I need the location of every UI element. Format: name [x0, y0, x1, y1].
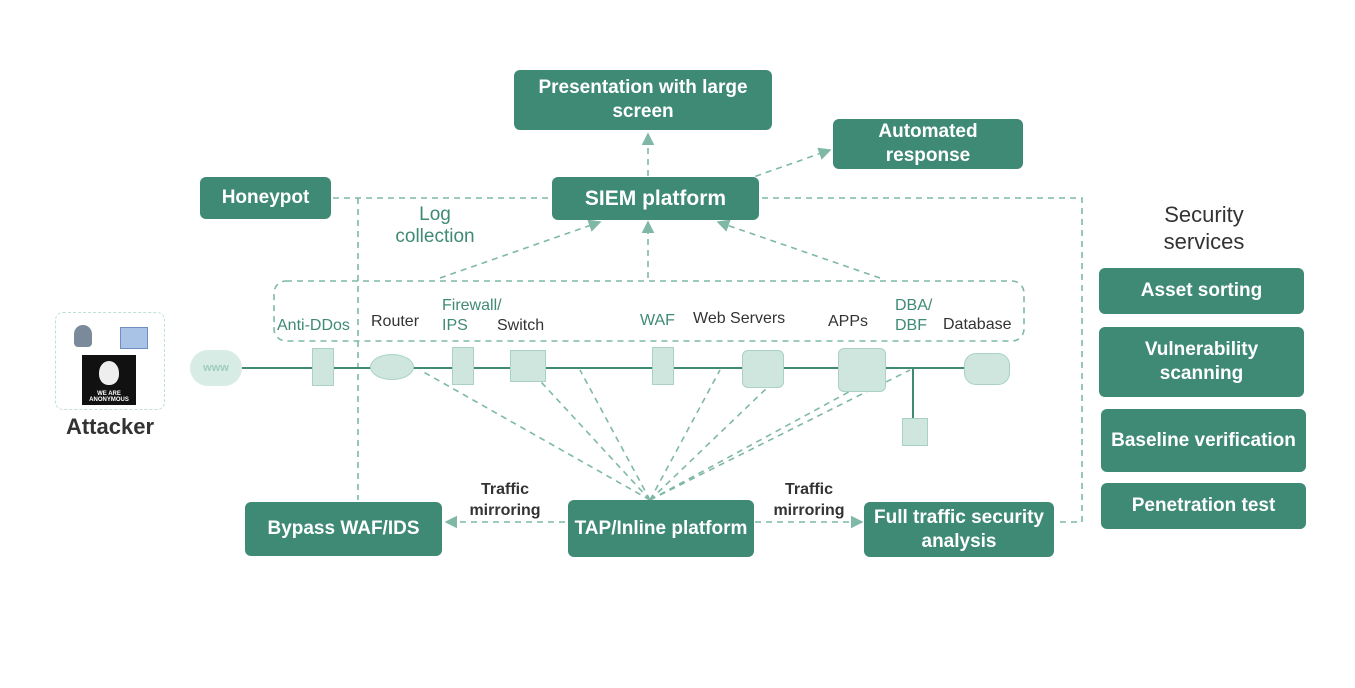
siem-platform-box: SIEM platform — [552, 177, 759, 220]
internet-cloud-icon: www — [190, 350, 242, 386]
router-device-icon — [370, 354, 414, 380]
anti-ddos-device-icon — [312, 348, 334, 386]
database-label: Database — [943, 316, 1012, 333]
firewall-device-icon — [452, 347, 474, 385]
www-label: www — [203, 362, 229, 374]
apps-label: APPs — [828, 313, 869, 330]
switch-device-icon — [510, 350, 546, 382]
security-services-title: Security services — [1163, 202, 1245, 254]
computer-icon — [120, 327, 148, 349]
log-collection-note: Log collection — [395, 204, 475, 247]
user-icon — [74, 325, 92, 347]
automated-response-label: Automated response — [878, 121, 978, 166]
service-penetration-test: Penetration test — [1101, 483, 1306, 529]
web-servers-device-icon — [742, 350, 784, 388]
attacker-label: Attacker — [65, 414, 155, 439]
service-vulnerability-scanning: Vulnerability scanning — [1099, 327, 1304, 397]
dba-device-icon — [902, 418, 928, 446]
bypass-waf-ids-box: Bypass WAF/IDS — [245, 502, 442, 556]
tap-label: TAP/Inline platform — [574, 517, 748, 539]
service-vulnerability-scanning-label: Vulnerability scanning — [1144, 339, 1259, 384]
attacker-frame: WE ARE ANONYMOUS — [55, 312, 165, 410]
honeypot-label: Honeypot — [221, 187, 310, 208]
traffic-mirroring-right-note: Traffic mirroring — [773, 481, 845, 519]
honeypot-box: Honeypot — [200, 177, 331, 219]
service-asset-sorting: Asset sorting — [1099, 268, 1304, 314]
anonymous-badge-text: WE ARE ANONYMOUS — [89, 391, 129, 403]
apps-device-icon — [838, 348, 886, 392]
database-device-icon — [964, 353, 1010, 385]
traffic-mirroring-left-note: Traffic mirroring — [469, 481, 541, 519]
service-asset-sorting-label: Asset sorting — [1140, 280, 1263, 301]
presentation-label: Presentation with large screen — [538, 77, 748, 122]
router-label: Router — [371, 313, 420, 330]
full-traffic-label: Full traffic security analysis — [874, 506, 1044, 552]
automated-response-box: Automated response — [833, 119, 1023, 169]
tap-inline-platform-box: TAP/Inline platform — [568, 500, 754, 557]
full-traffic-analysis-box: Full traffic security analysis — [864, 502, 1054, 557]
switch-label: Switch — [497, 317, 545, 334]
waf-label: WAF — [640, 312, 675, 329]
bypass-label: Bypass WAF/IDS — [267, 518, 420, 539]
dba-label: DBA/ DBF — [895, 297, 933, 334]
presentation-box: Presentation with large screen — [514, 70, 772, 130]
web-servers-label: Web Servers — [693, 310, 786, 327]
firewall-label: Firewall/ IPS — [442, 297, 502, 334]
service-baseline-verification: Baseline verification — [1101, 409, 1306, 472]
siem-label: SIEM platform — [584, 186, 727, 210]
anti-ddos-label: Anti-DDos — [277, 317, 350, 334]
waf-device-icon — [652, 347, 674, 385]
anonymous-mask-icon: WE ARE ANONYMOUS — [82, 355, 136, 405]
service-baseline-verification-label: Baseline verification — [1111, 429, 1296, 451]
mask-face-icon — [99, 361, 119, 385]
service-penetration-test-label: Penetration test — [1131, 495, 1276, 516]
